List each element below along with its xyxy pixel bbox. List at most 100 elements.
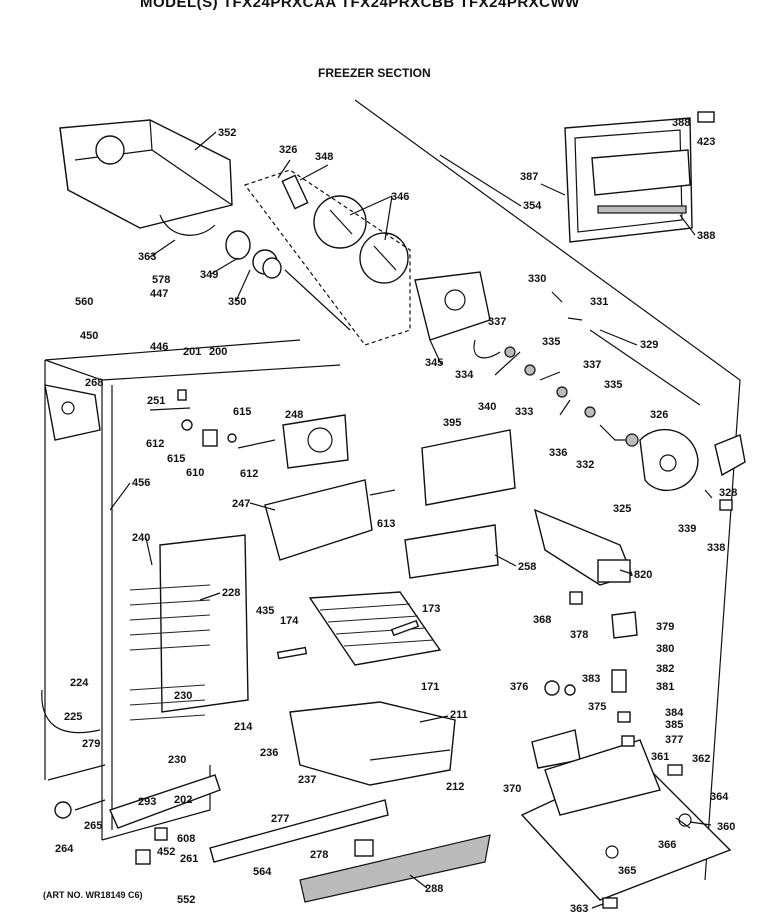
callout-label: 435 (256, 605, 274, 617)
callout-label: 610 (186, 467, 204, 479)
callout-label: 264 (55, 843, 74, 855)
callout-label: 380 (656, 643, 674, 655)
callout-label: 247 (232, 498, 250, 510)
callout-label: 364 (710, 791, 729, 803)
callout-label: 258 (518, 561, 536, 573)
callout-label: 240 (132, 532, 150, 544)
callout-label: 251 (147, 395, 165, 407)
fan-blade-parts (281, 174, 409, 284)
callout-label: 564 (253, 866, 272, 878)
callout-label: 379 (656, 621, 674, 633)
linkage-parts (473, 291, 628, 441)
callout-label: 360 (717, 821, 735, 833)
callout-label: 368 (533, 614, 551, 626)
callout-label: 350 (228, 296, 246, 308)
callout-label: 615 (167, 453, 185, 465)
callout-label: 423 (697, 136, 715, 148)
leader-lines (109, 131, 712, 909)
callout-label: 261 (180, 853, 198, 865)
callout-label: 336 (549, 447, 567, 459)
callout-label: 211 (450, 709, 468, 721)
callout-label: 335 (542, 336, 560, 348)
callout-label: 173 (422, 603, 440, 615)
callout-label: 348 (315, 151, 333, 163)
callout-label: 333 (515, 406, 533, 418)
callout-label: 338 (707, 542, 725, 554)
control-mount-part (520, 729, 732, 901)
callout-label: 230 (168, 754, 186, 766)
callout-label: 214 (234, 721, 253, 733)
callout-label: 615 (233, 406, 251, 418)
callout-label: 366 (658, 839, 676, 851)
callout-label: 329 (640, 339, 658, 351)
callout-labels: 352 326 348 346 388 423 387 354 388 363 … (55, 117, 737, 915)
callout-label: 383 (582, 673, 600, 685)
callout-label: 248 (285, 409, 303, 421)
callout-label: 450 (80, 330, 98, 342)
small-electrical-parts (544, 591, 638, 747)
callout-label: 332 (576, 459, 594, 471)
callout-label: 388 (672, 117, 690, 129)
callout-label: 381 (656, 681, 674, 693)
callout-label: 331 (590, 296, 608, 308)
callout-label: 337 (583, 359, 601, 371)
auger-parts (225, 230, 351, 331)
callout-label: 446 (150, 341, 168, 353)
callout-label: 279 (82, 738, 100, 750)
callout-label: 277 (271, 813, 289, 825)
callout-label: 293 (138, 796, 156, 808)
callout-label: 378 (570, 629, 588, 641)
callout-label: 268 (85, 377, 103, 389)
callout-label: 363 (138, 251, 156, 263)
callout-label: 612 (146, 438, 164, 450)
callout-label: 384 (665, 707, 684, 719)
section-title: FREEZER SECTION (318, 66, 431, 80)
callout-label: 447 (150, 288, 168, 300)
callout-label: 346 (391, 191, 409, 203)
callout-label: 820 (634, 569, 652, 581)
callout-label: 387 (520, 171, 538, 183)
callout-label: 334 (455, 369, 474, 381)
callout-label: 339 (678, 523, 696, 535)
callout-label: 335 (604, 379, 622, 391)
callout-label: 456 (132, 477, 150, 489)
callout-label: 288 (425, 883, 443, 895)
callout-label: 225 (64, 711, 82, 723)
callout-label: 388 (697, 230, 715, 242)
callout-label: 361 (651, 751, 669, 763)
callout-label: 328 (719, 487, 737, 499)
callout-label: 330 (528, 273, 546, 285)
door-panel-part (564, 111, 715, 243)
callout-label: 326 (650, 409, 668, 421)
art-number: (ART NO. WR18149 C6) (43, 890, 143, 900)
callout-label: 395 (443, 417, 461, 429)
callout-label: 230 (174, 690, 192, 702)
callout-label: 265 (84, 820, 102, 832)
callout-label: 202 (174, 794, 192, 806)
callout-label: 376 (510, 681, 528, 693)
callout-label: 608 (177, 833, 195, 845)
callout-label: 352 (218, 127, 236, 139)
callout-label: 326 (279, 144, 297, 156)
callout-label: 201 (183, 346, 201, 358)
ice-bucket-part (59, 119, 233, 236)
callout-label: 337 (488, 316, 506, 328)
callout-label: 365 (618, 865, 636, 877)
wire-basket-part (276, 591, 442, 666)
models-title: MODEL(S) TFX24PRXCAA TFX24PRXCBB TFX24PR… (140, 0, 580, 11)
callout-label: 236 (260, 747, 278, 759)
callout-label: 578 (152, 274, 170, 286)
callout-label: 385 (665, 719, 683, 731)
callout-label: 237 (298, 774, 316, 786)
callout-label: 174 (280, 615, 299, 627)
callout-label: 363 (570, 903, 588, 915)
callout-label: 362 (692, 753, 710, 765)
callout-label: 612 (240, 468, 258, 480)
callout-label: 340 (478, 401, 496, 413)
callout-label: 325 (613, 503, 631, 515)
callout-label: 375 (588, 701, 606, 713)
callout-label: 452 (157, 846, 175, 858)
callout-label: 224 (70, 677, 89, 689)
callout-label: 278 (310, 849, 328, 861)
callout-label: 382 (656, 663, 674, 675)
